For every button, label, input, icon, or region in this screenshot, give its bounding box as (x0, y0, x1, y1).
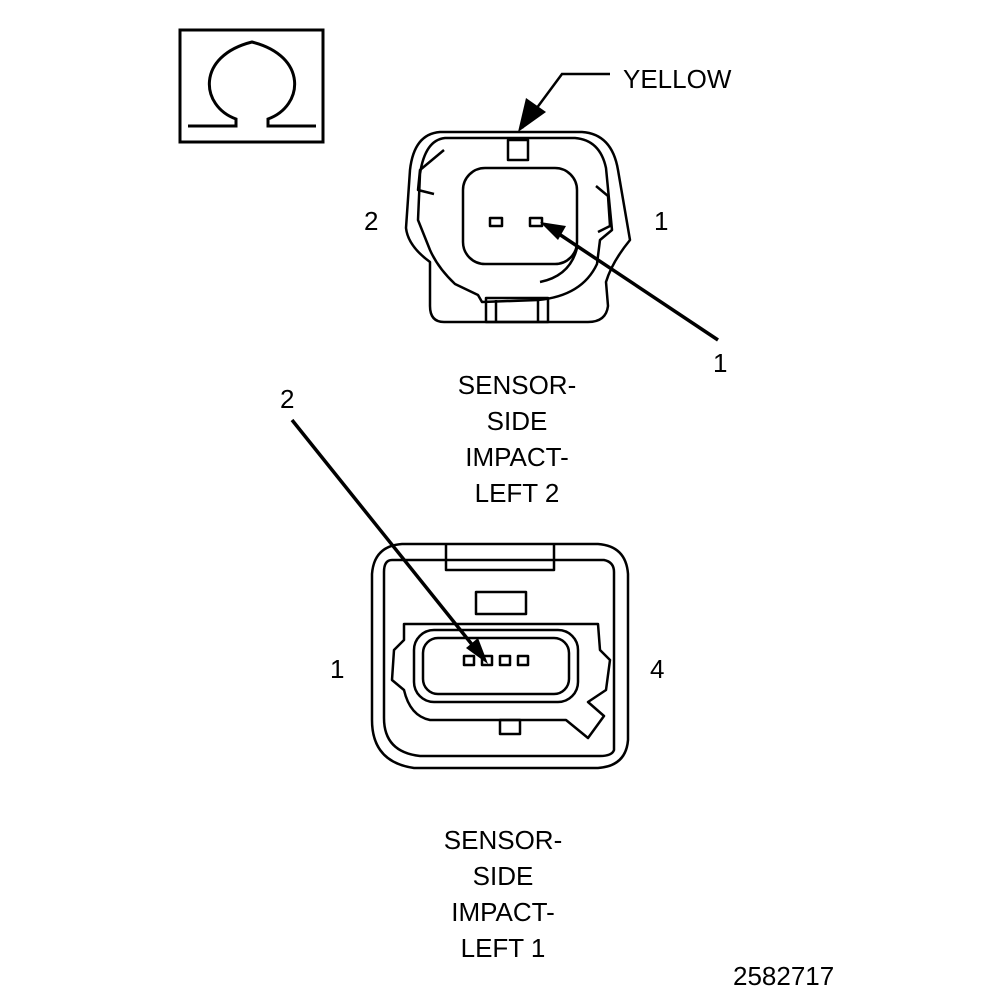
bottom-pin-1-label: 1 (330, 654, 345, 684)
callout-1-label: 1 (713, 348, 728, 378)
connector-top-body (404, 130, 632, 324)
top-name-line: SENSOR- (457, 370, 577, 400)
callout-2-label: 2 (280, 384, 295, 414)
top-name-line: LEFT 2 (474, 478, 560, 508)
callout-2-arrow (290, 418, 488, 664)
ohm-symbol-icon (178, 28, 325, 144)
connector-bottom-body (370, 542, 630, 770)
bottom-name-line: IMPACT- (451, 897, 555, 927)
top-name-line: IMPACT- (465, 442, 569, 472)
bottom-name-line: SENSOR- (443, 825, 563, 855)
top-pin-2-label: 2 (364, 206, 379, 236)
bottom-name-line: SIDE (472, 861, 534, 891)
yellow-wire-leader (518, 72, 610, 132)
figure-number: 2582717 (733, 961, 835, 991)
wire-color-label: YELLOW (623, 64, 732, 94)
bottom-connector-name: SENSOR- SIDE IMPACT- LEFT 1 (393, 822, 613, 966)
top-name-line: SIDE (486, 406, 548, 436)
callout-1-arrow (540, 222, 719, 342)
bottom-pin-4-label: 4 (650, 654, 665, 684)
top-pin-1-label: 1 (654, 206, 669, 236)
top-connector-name: SENSOR- SIDE IMPACT- LEFT 2 (407, 367, 627, 511)
bottom-name-line: LEFT 1 (460, 933, 546, 963)
